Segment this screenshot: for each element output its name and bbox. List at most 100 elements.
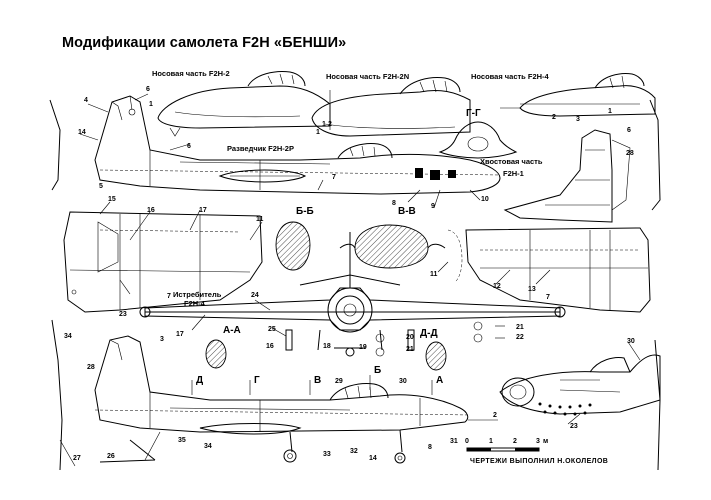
callout-7: 7 xyxy=(546,294,550,301)
callout-24: 24 xyxy=(251,292,259,299)
page-title: Модификации самолета F2H «БЕНШИ» xyxy=(62,35,347,51)
callout-2: 2 xyxy=(552,114,556,121)
scale-bar xyxy=(466,447,540,452)
callout-3: 3 xyxy=(160,336,164,343)
callout-30: 30 xyxy=(627,338,635,345)
cut-mark-a: А xyxy=(436,375,444,386)
callout-6: 6 xyxy=(146,86,150,93)
callout-25: 25 xyxy=(268,326,276,333)
callout-3: 3 xyxy=(576,116,580,123)
callout-1: 1 xyxy=(149,101,153,108)
callout-16: 16 xyxy=(266,343,274,350)
section-label-aa: А-А xyxy=(223,325,241,336)
callout-6: 6 xyxy=(627,127,631,134)
recon-f2h2p-drawing xyxy=(94,95,501,195)
callout-19: 19 xyxy=(359,344,367,351)
label-fighter-line2: F2H-4 xyxy=(184,299,205,308)
callout-18: 18 xyxy=(323,343,331,350)
label-tail-f2h1-line2: F2H-1 xyxy=(503,169,524,178)
label-nose-f2h2n: Носовая часть F2H-2N xyxy=(326,72,410,81)
label-tail-f2h1-line1: Хвостовая часть xyxy=(480,157,543,166)
callout-12: 12 xyxy=(493,283,501,290)
callout-31: 31 xyxy=(450,438,458,445)
scale-tick-1: 1 xyxy=(489,438,493,445)
callout-9: 9 xyxy=(431,203,435,210)
callout-5: 5 xyxy=(99,183,103,190)
scale-tick-0: 0 xyxy=(465,438,469,445)
small-parts-20-22 xyxy=(375,321,505,357)
label-fighter-line1: Истребитель xyxy=(173,290,222,299)
section-dd-drawing xyxy=(425,341,447,371)
nose-f2h2n-drawing xyxy=(311,77,471,137)
callout-21: 21 xyxy=(516,324,524,331)
section-label-vv: В-В xyxy=(398,206,416,217)
cut-mark-v: В xyxy=(314,375,322,386)
callout-1: 1 xyxy=(608,108,612,115)
section-label-gg: Г-Г xyxy=(466,108,481,119)
nose-f2h4-drawing xyxy=(500,73,656,117)
callout-23: 23 xyxy=(119,311,127,318)
callout-20: 20 xyxy=(406,334,414,341)
callout-6: 6 xyxy=(187,143,191,150)
callout-10: 10 xyxy=(481,196,489,203)
right-wing-planform xyxy=(465,227,651,313)
callout-2: 2 xyxy=(493,412,497,419)
callout-17: 17 xyxy=(199,207,207,214)
callout-32: 32 xyxy=(350,448,358,455)
callout-2: 2 xyxy=(328,121,332,128)
label-nose-f2h2: Носовая часть F2H-2 xyxy=(152,69,230,78)
callout-16: 16 xyxy=(147,207,155,214)
scale-unit: м xyxy=(543,438,549,445)
callout-26: 26 xyxy=(107,453,115,460)
leader-lines xyxy=(79,93,641,425)
callout-13: 13 xyxy=(528,286,536,293)
section-vv-drawing xyxy=(339,224,446,269)
callout-11: 11 xyxy=(430,271,438,278)
callout-29: 29 xyxy=(335,378,343,385)
callout-21: 21 xyxy=(406,346,414,353)
section-label-dd: Д-Д xyxy=(420,328,438,339)
label-recon-f2h2p: Разведчик F2H-2P xyxy=(227,144,294,153)
callout-7: 7 xyxy=(167,293,171,300)
fighter-side-view xyxy=(94,335,471,464)
scale-tick-3: 3 xyxy=(536,438,540,445)
section-label-bb: Б-Б xyxy=(296,206,314,217)
label-nose-f2h4: Носовая часть F2H-4 xyxy=(471,72,549,81)
cut-mark-b: Б xyxy=(374,365,382,376)
section-tail-oval xyxy=(447,229,463,283)
callout-17: 17 xyxy=(176,331,184,338)
callout-22: 22 xyxy=(516,334,524,341)
section-aa-drawing xyxy=(205,339,227,369)
callout-33: 33 xyxy=(323,451,331,458)
callout-34: 34 xyxy=(64,333,72,340)
rocket-pod-view xyxy=(499,354,661,416)
callout-15: 15 xyxy=(108,196,116,203)
callout-28: 28 xyxy=(626,150,634,157)
callout-8: 8 xyxy=(392,200,396,207)
callout-11: 11 xyxy=(256,216,264,223)
section-gg-drawing xyxy=(438,121,518,159)
section-bb-drawing xyxy=(275,221,311,271)
left-edge-fragments xyxy=(49,99,76,471)
callout-28: 28 xyxy=(87,364,95,371)
callout-34: 34 xyxy=(204,443,212,450)
cut-mark-g: Г xyxy=(254,375,260,386)
callout-7: 7 xyxy=(332,174,336,181)
fighter-f2h4-front-view xyxy=(139,232,566,357)
callout-1: 1 xyxy=(322,121,326,128)
right-edge-fragments xyxy=(649,99,661,471)
callout-27: 27 xyxy=(73,455,81,462)
callout-1: 1 xyxy=(316,129,320,136)
callout-35: 35 xyxy=(178,437,186,444)
nose-f2h2-drawing xyxy=(157,71,331,137)
callout-14: 14 xyxy=(369,455,377,462)
callout-8: 8 xyxy=(428,444,432,451)
scale-tick-2: 2 xyxy=(513,438,517,445)
callout-23: 23 xyxy=(570,423,578,430)
callout-14: 14 xyxy=(78,129,86,136)
tail-f2h1-drawing xyxy=(503,129,631,223)
drawing-credit: ЧЕРТЕЖИ ВЫПОЛНИЛ Н.ОКОЛЕЛОВ xyxy=(470,458,609,465)
callout-4: 4 xyxy=(84,97,88,104)
cut-mark-d: Д xyxy=(196,375,204,386)
